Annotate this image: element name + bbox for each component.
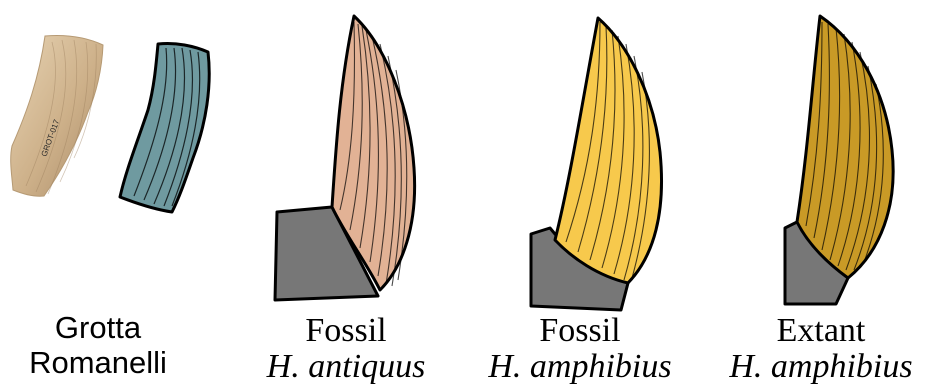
caption-fossil-h-amphibius: Fossil H. amphibius [480, 314, 680, 384]
grotta-romanelli-drawing [120, 43, 209, 212]
caption-extant-h-amphibius: Extant H. amphibius [718, 314, 924, 384]
caption-grotta-romanelli: Grotta Romanelli [18, 312, 178, 378]
h-antiquus-tusk-drawing [275, 16, 415, 300]
caption-species: H. amphibius [480, 350, 680, 384]
caption-species: H. antiquus [246, 350, 446, 384]
caption-species: H. amphibius [718, 350, 924, 384]
caption-line-1: Grotta [18, 312, 178, 343]
fossil-h-amphibius-tusk-drawing [531, 18, 662, 310]
caption-title: Fossil [246, 314, 446, 348]
caption-fossil-h-antiquus: Fossil H. antiquus [246, 314, 446, 384]
caption-title: Fossil [480, 314, 680, 348]
grotta-romanelli-photo: GROT-017 [11, 35, 103, 196]
extant-h-amphibius-tusk-drawing [785, 16, 893, 304]
caption-title: Extant [718, 314, 924, 348]
caption-line-2: Romanelli [18, 347, 178, 378]
